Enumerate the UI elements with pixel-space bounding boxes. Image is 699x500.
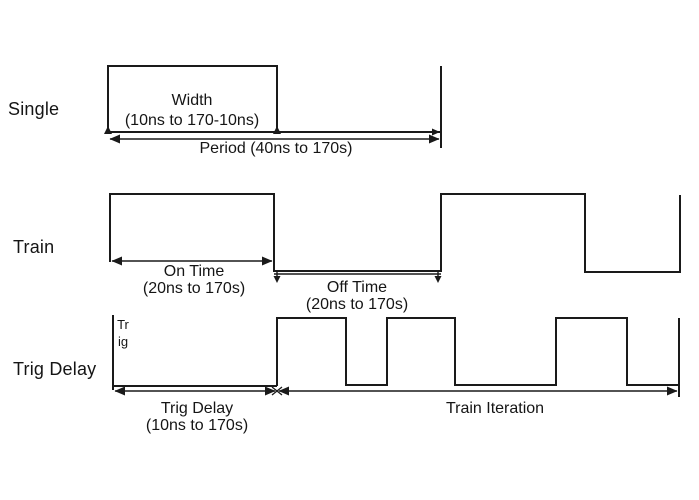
baseline-end-arrow-icon bbox=[432, 128, 440, 136]
period-annotation: Period (40ns to 170s) bbox=[199, 140, 353, 157]
trig-axis-label: Trig bbox=[117, 317, 129, 349]
width-annotation-title: Width bbox=[171, 92, 213, 109]
train-pulse-train bbox=[109, 193, 681, 273]
off-time-right-arrow-icon bbox=[434, 276, 442, 283]
on-time-annotation-range: (20ns to 170s) bbox=[142, 280, 246, 297]
width-tick-right-icon bbox=[273, 126, 281, 134]
row-label-train: Train bbox=[13, 237, 55, 257]
trig-delay-annotation: Trig Delay (10ns to 170s) bbox=[97, 400, 297, 434]
off-time-annotation-range: (20ns to 170s) bbox=[305, 296, 409, 313]
on-time-annotation-title: On Time bbox=[163, 263, 225, 280]
row-label-trig-delay: Trig Delay bbox=[13, 359, 97, 379]
width-annotation: Width (10ns to 170-10ns) bbox=[92, 91, 292, 131]
trig-delay-annotation-range: (10ns to 170s) bbox=[145, 417, 249, 434]
single-pulse bbox=[107, 65, 278, 132]
trig-pulse-train bbox=[276, 317, 679, 386]
on-time-annotation: On Time (20ns to 170s) bbox=[94, 263, 294, 297]
train-iteration-annotation: Train Iteration bbox=[445, 400, 545, 417]
off-time-left-arrow-icon bbox=[273, 276, 281, 283]
width-tick-left-icon bbox=[104, 126, 112, 134]
single-waveform bbox=[104, 65, 442, 148]
trig-delay-waveform bbox=[112, 315, 680, 397]
train-waveform bbox=[109, 193, 681, 283]
row-label-single: Single bbox=[8, 99, 60, 119]
width-annotation-range: (10ns to 170-10ns) bbox=[124, 112, 260, 129]
dimension-junction-x-icon bbox=[271, 386, 283, 396]
off-time-annotation-title: Off Time bbox=[326, 279, 388, 296]
trig-delay-annotation-title: Trig Delay bbox=[160, 400, 234, 417]
off-time-annotation: Off Time (20ns to 170s) bbox=[257, 279, 457, 313]
